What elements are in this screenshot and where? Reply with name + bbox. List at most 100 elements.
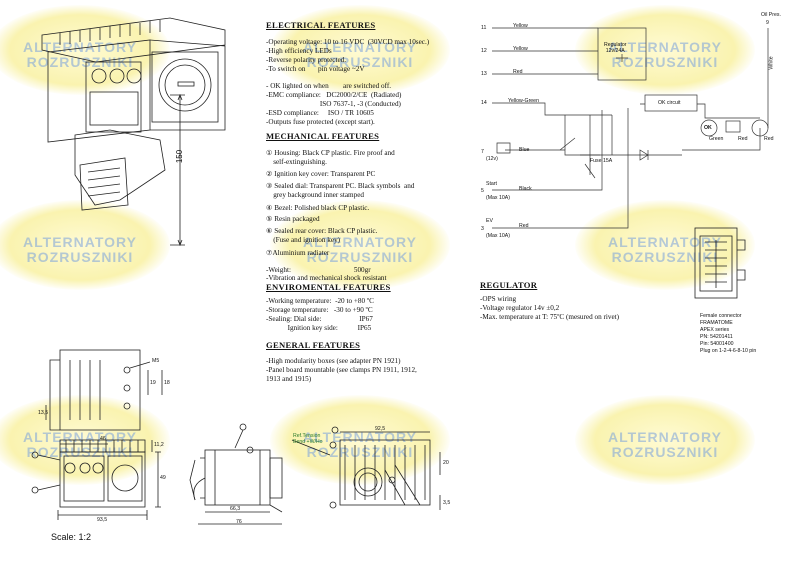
mech-item-4: ④ Bezel: Polished black CP plastic. [266, 204, 370, 212]
wire-5-label: Black [519, 186, 532, 192]
cable-note: Ref.Tension Bend +W/Ho [293, 433, 323, 445]
electrical-line-4: -To switch on pin voltage ~2V [266, 65, 365, 73]
dim-150-label: 150 [175, 149, 185, 164]
env-line-2: -Storage temperature: -30 to +90 ºC [266, 306, 373, 314]
switch [559, 137, 596, 179]
iso-left-panel [85, 61, 142, 133]
env-line-4: Ignition key side: IP65 [266, 324, 372, 332]
watermark-top-left [0, 5, 170, 95]
mech-item-1: ① Housing: Black CP plastic. Fire proof … [266, 149, 395, 167]
iso-cable-arm [74, 129, 166, 206]
connector-outline [694, 227, 738, 299]
oil-pin: 9 [766, 20, 769, 26]
regulator-line-2: -Voltage regulator 14v ±0,2 [480, 304, 560, 312]
regulator-line-1: -OPS wiring [480, 295, 517, 303]
general-title: GENERAL FEATURES [266, 340, 361, 350]
top-body [339, 439, 431, 506]
electrical-line-9: -ESD compliance: ISO / TR 10605 [266, 109, 374, 117]
iso-side-face [149, 39, 226, 131]
dim-19-label: 19 [150, 380, 156, 386]
ok-circuit-label: OK circuit [658, 100, 681, 106]
iso-front-face [47, 39, 151, 143]
iso-batt-circle [109, 68, 125, 84]
ok-lamp-label: OK [704, 125, 712, 131]
mechanical-title: MECHANICAL FEATURES [266, 131, 380, 141]
iso-ok-circle [91, 68, 107, 84]
dim-663-label: 66,3 [230, 506, 241, 512]
front-top-body [59, 349, 141, 431]
bend-arrow [291, 439, 331, 456]
dim-925-label: 92,5 [375, 426, 386, 432]
watermark-top-mid [270, 5, 450, 95]
pin-7: 7 [481, 149, 484, 155]
dim-112-label: 11,2 [154, 442, 164, 448]
pin-5: 5 [481, 188, 484, 194]
scale-label: Scale: 1:2 [51, 532, 92, 542]
environmental-title: ENVIROMENTAL FEATURES [266, 282, 391, 292]
lamp-label-red-2: Red [764, 136, 774, 142]
electrical-title: ELECTRICAL FEATURES [266, 20, 376, 30]
front-face [59, 451, 146, 508]
pin-3: 3 [481, 226, 484, 232]
mech-vibration: -Vibration and mechanical shock resistan… [266, 274, 387, 282]
regulator-diode [616, 54, 628, 62]
connector-line-1: Female connector [700, 313, 742, 319]
watermark-mid-left [0, 200, 170, 290]
wire-right-vert [564, 115, 613, 175]
env-line-3: -Sealing: Dial side: IP67 [266, 315, 373, 323]
electrical-line-10: -Outputs fuse protected (except start). [266, 118, 375, 126]
electrical-line-6: - OK lighted on when are switched off. [266, 82, 392, 90]
wire-3 [492, 108, 629, 229]
dim-49-line [155, 451, 161, 508]
electrical-line-1: -Operating voltage: 10 to 16 VDC (30VCD … [266, 38, 430, 46]
ok-circuit-box [644, 94, 698, 112]
watermark-bottom-right [575, 395, 755, 485]
diode-main [639, 149, 649, 161]
ev-label: EV [486, 218, 493, 224]
wire-7 [505, 149, 682, 156]
wire-13-label: Red [513, 69, 523, 75]
electrical-line-3: -Reverse polarity protected. [266, 56, 347, 64]
general-line-3: 1913 and 1915) [266, 375, 312, 383]
connector-line-2: FRAMATOME [700, 320, 733, 326]
iso-lower-panel [89, 91, 139, 126]
connector-line-3: APEX series [700, 327, 730, 333]
regulator-title: REGULATOR [480, 280, 538, 290]
lamp-label-red-1: Red [738, 136, 748, 142]
watermark-mid [270, 200, 450, 290]
top-dial [353, 467, 383, 497]
iso-dial [158, 58, 212, 112]
regulator-line-3: -Max. temperature at T: 75ºC (mesured on… [480, 313, 620, 321]
dim-135-label: 13,5 [38, 410, 49, 416]
start-label: Start [486, 181, 497, 187]
watermark-mid-right [575, 200, 755, 290]
mech-item-6: ⑥ Sealed rear cover: Black CP plastic. (… [266, 227, 378, 245]
general-line-1: -High modularity boxes (see adapter PN 1… [266, 357, 401, 365]
mech-item-2: ② Ignition key cover: Transparent PC [266, 170, 376, 178]
white-label: White [768, 56, 775, 70]
electrical-line-8: ISO 7637-1, -3 (Conducted) [266, 100, 401, 108]
connector-line-5: Pin: 54001400 [700, 341, 734, 347]
wire-14-label: Yellow-Green [508, 98, 539, 104]
connector-line-6: Plug on 1-2-4-6-8-10 pin [700, 348, 757, 354]
pin-14: 14 [481, 100, 487, 106]
ev-max: (Max 10A) [486, 233, 510, 239]
wire-3-label: Red [519, 223, 529, 229]
iso-oil-circle [126, 68, 142, 84]
iso-key-slot [177, 81, 195, 87]
start-max: (Max 10A) [486, 195, 510, 201]
m5-label: M5 [152, 358, 160, 364]
mech-item-5: ⑤ Resin packaged [266, 215, 320, 223]
iso-connector [79, 157, 129, 211]
connector-line-4: PN: 54201411 [700, 334, 733, 340]
dim-20-label: 20 [443, 460, 449, 466]
lamp-label-green: Green [709, 136, 724, 142]
side-cable [193, 477, 206, 501]
dim-49-label: 49 [160, 475, 166, 481]
